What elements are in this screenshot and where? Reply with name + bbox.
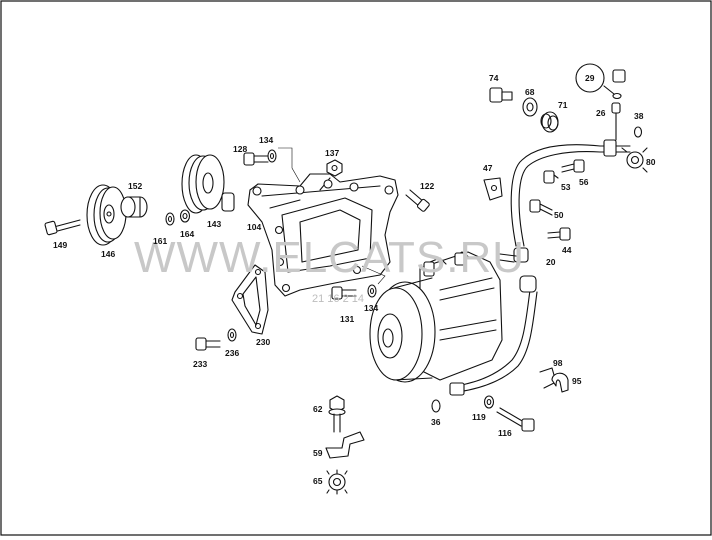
label-230: 230 [256, 337, 270, 347]
label-119: 119 [472, 412, 486, 422]
part-131-bolt [331, 286, 357, 300]
label-131: 131 [340, 314, 354, 324]
label-44: 44 [562, 245, 572, 255]
label-122: 122 [420, 181, 434, 191]
part-56-bolt [561, 159, 585, 173]
label-56: 56 [579, 177, 589, 187]
part-236-washer [227, 328, 237, 342]
label-95: 95 [572, 376, 582, 386]
part-59-bracket [325, 431, 365, 459]
watermark-code: 21 16 2 14 [312, 293, 364, 305]
part-134-washer-lower [361, 265, 386, 298]
part-44-bolt [547, 227, 571, 241]
part-146-pulley [86, 184, 127, 246]
label-134-lower: 134 [364, 303, 378, 313]
label-38: 38 [634, 111, 644, 121]
part-233-bolt [195, 337, 221, 351]
part-80-cap [621, 147, 648, 173]
label-146: 146 [101, 249, 115, 259]
label-137: 137 [325, 148, 339, 158]
part-149-bolt [44, 219, 81, 236]
label-98: 98 [553, 358, 563, 368]
part-36-ring [431, 399, 441, 413]
part-230-gasket [231, 264, 269, 335]
label-236: 236 [225, 348, 239, 358]
part-62-bolt [328, 395, 346, 433]
label-62: 62 [313, 404, 323, 414]
label-53: 53 [561, 182, 571, 192]
label-104: 104 [247, 222, 261, 232]
part-134-washer-upper [267, 147, 301, 183]
label-134-upper: 134 [259, 135, 273, 145]
part-74-fitting [489, 87, 513, 103]
part-95-clamp [551, 372, 569, 393]
part-71-seal [540, 111, 559, 133]
label-164: 164 [180, 229, 194, 239]
label-149: 149 [53, 240, 67, 250]
label-80: 80 [646, 157, 656, 167]
label-68: 68 [525, 87, 535, 97]
compressor-body [369, 251, 503, 383]
label-20: 20 [546, 257, 556, 267]
part-26-valve [599, 102, 631, 157]
part-65-lockwasher [326, 469, 348, 495]
part-122-stud [405, 189, 430, 212]
label-59: 59 [313, 448, 323, 458]
label-26: 26 [596, 108, 606, 118]
part-47-bracket [483, 177, 503, 201]
part-38-ring [633, 126, 643, 138]
part-137-nut [326, 159, 343, 177]
hose-assembly [449, 144, 601, 396]
part-50-bolt [529, 199, 553, 216]
part-161-washer [165, 212, 175, 226]
part-29-sensor [575, 63, 626, 100]
label-36: 36 [431, 417, 441, 427]
label-65: 65 [313, 476, 323, 486]
watermark-text: WWW.ELCATS.RU [134, 233, 525, 282]
part-104-bracket [247, 173, 399, 297]
label-152: 152 [128, 181, 142, 191]
part-143-pulley [181, 154, 235, 214]
label-29: 29 [585, 73, 595, 83]
part-119-washer [483, 395, 495, 409]
label-161: 161 [153, 236, 167, 246]
part-116-bolt [496, 407, 535, 432]
label-74: 74 [489, 73, 499, 83]
label-50: 50 [554, 210, 564, 220]
part-68-ring [522, 97, 538, 117]
part-164-washer [179, 209, 191, 223]
part-128-bolt [243, 152, 269, 166]
label-143: 143 [207, 219, 221, 229]
label-71: 71 [558, 100, 568, 110]
label-47: 47 [483, 163, 493, 173]
label-128: 128 [233, 144, 247, 154]
part-152-spacer [120, 196, 148, 218]
part-53-bolt [543, 170, 559, 184]
label-233: 233 [193, 359, 207, 369]
label-116: 116 [498, 428, 512, 438]
